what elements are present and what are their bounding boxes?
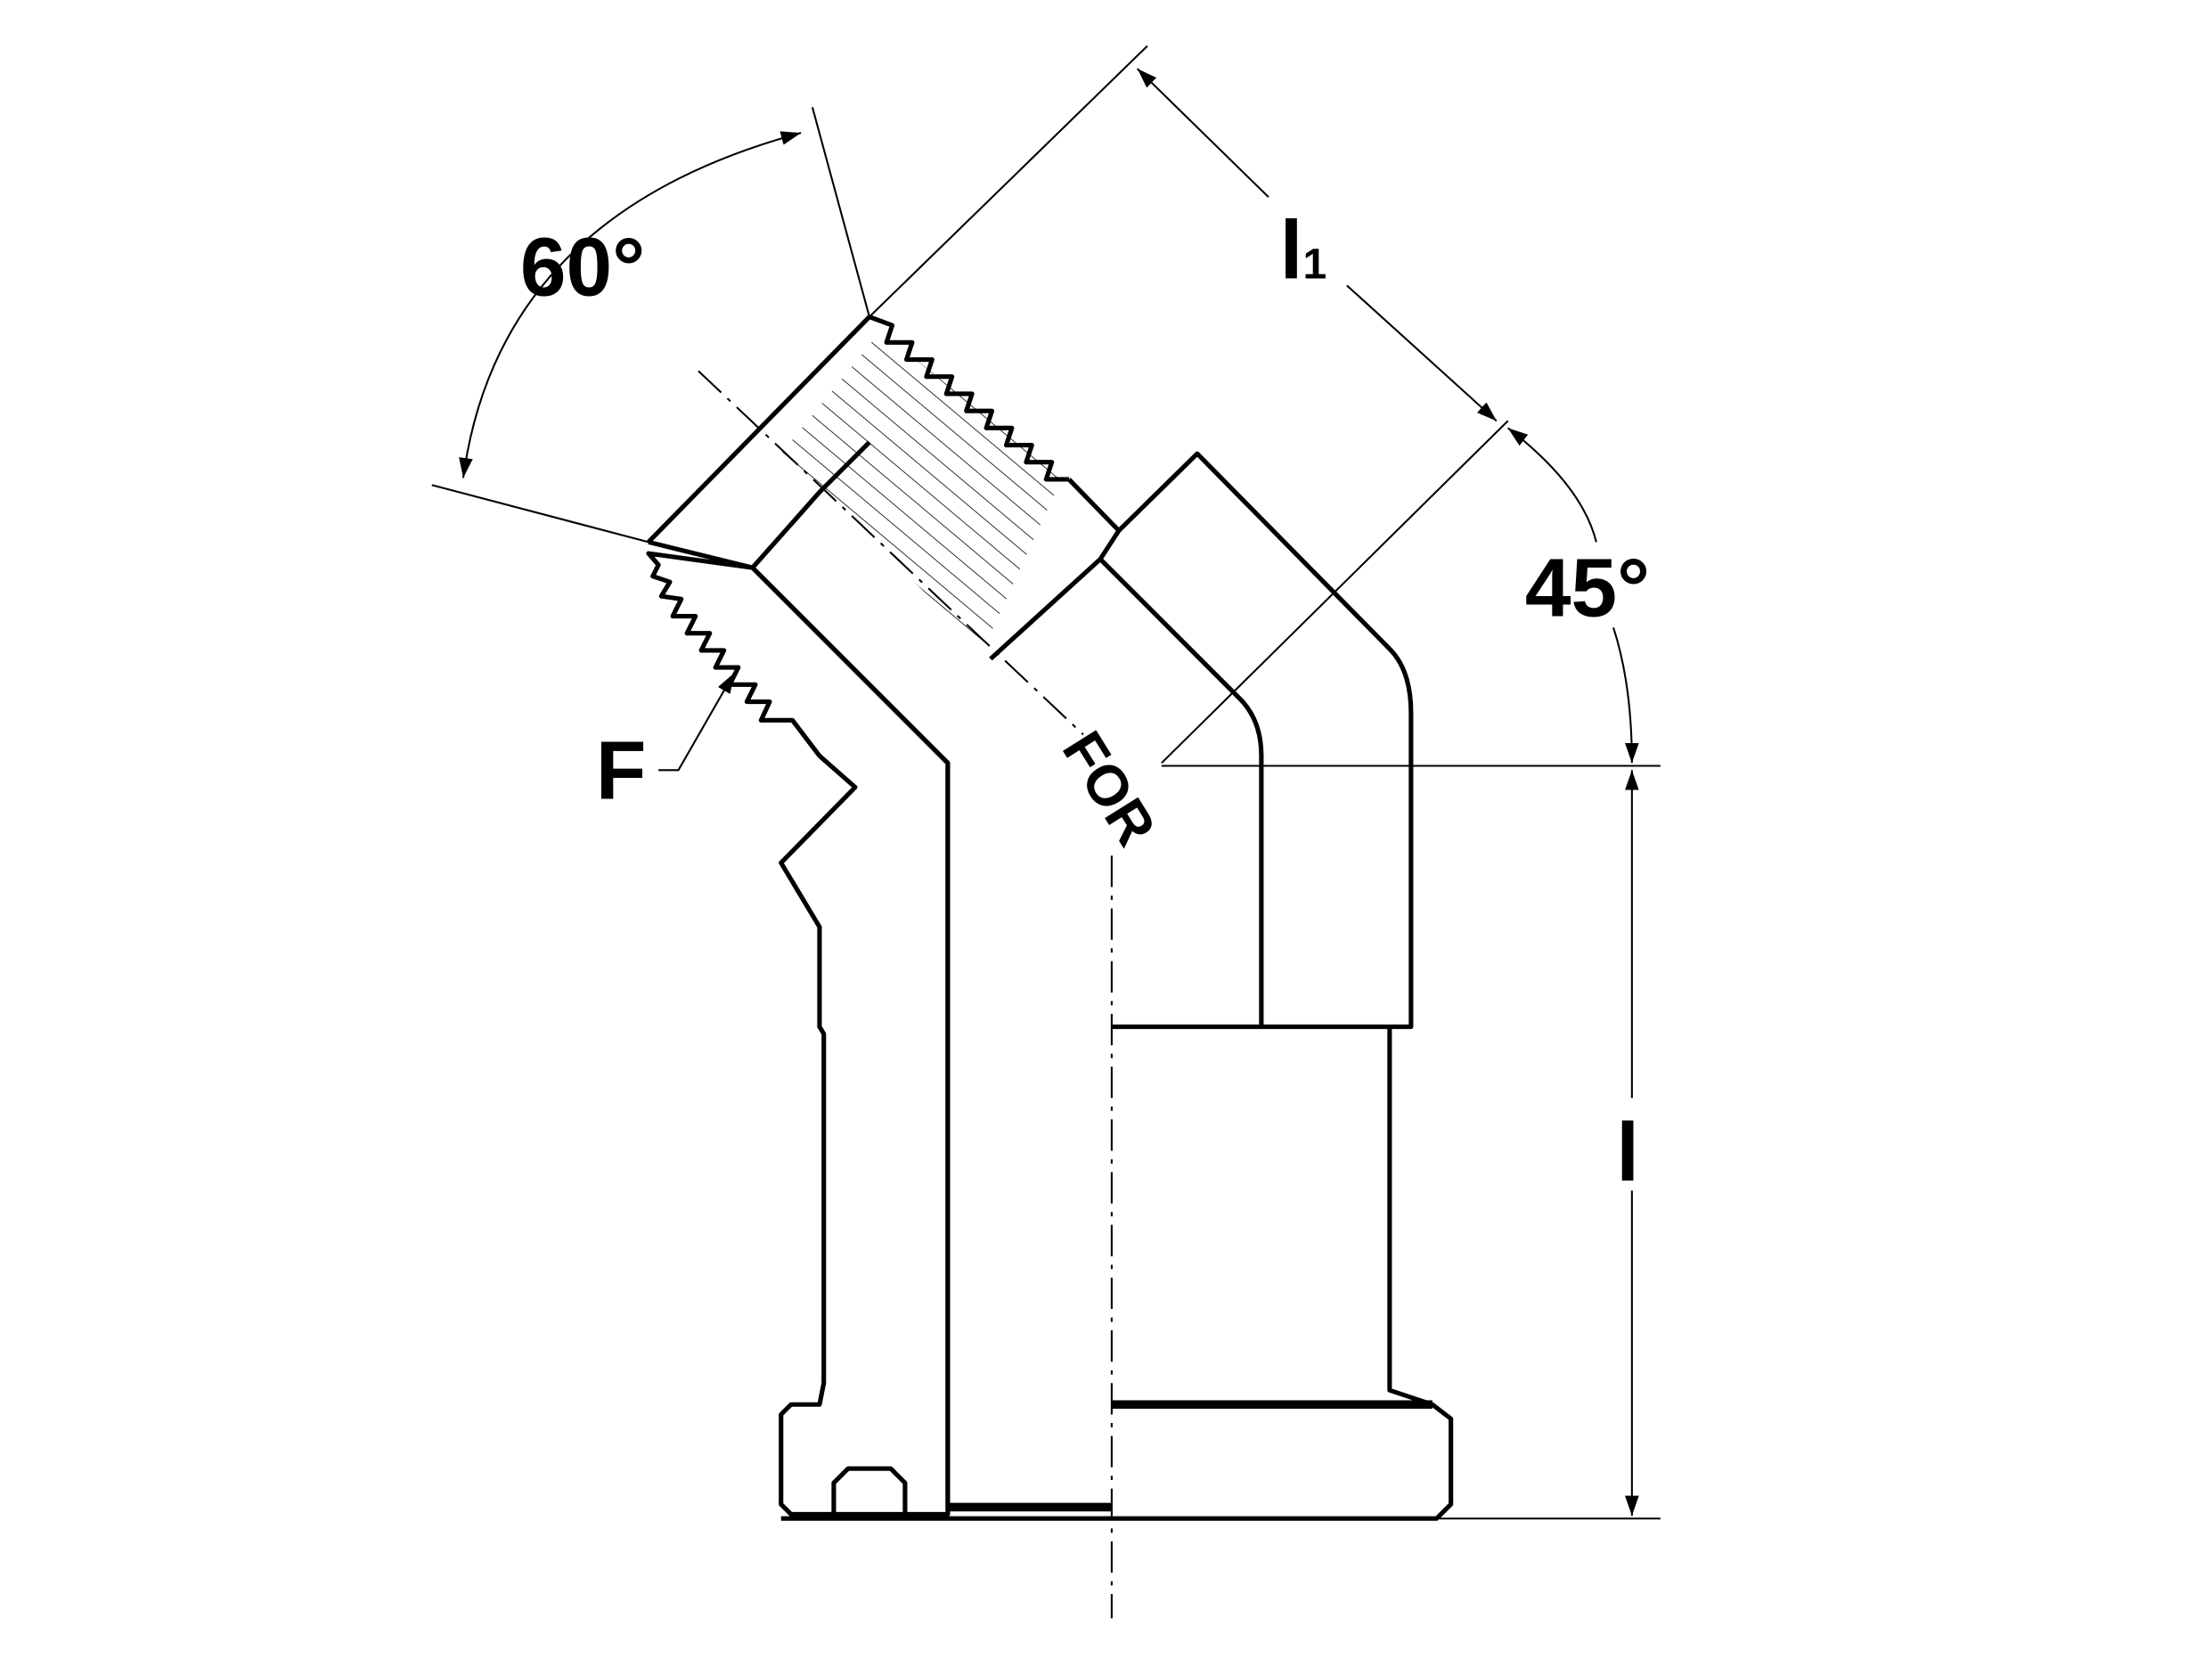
angle-45-label: 45°: [1525, 542, 1650, 634]
dimension-line-l1: [1136, 68, 1269, 198]
angle-60-label: 60°: [520, 221, 645, 314]
length-label: l: [1616, 1106, 1639, 1198]
extension-line: [1161, 420, 1509, 765]
length1-label: l1: [1280, 203, 1326, 296]
thread-leader: [658, 672, 735, 772]
internal-thread-hatch: [780, 331, 1062, 650]
dimension-arc-60: [459, 131, 802, 478]
for-logo: FOR: [1050, 720, 1169, 856]
dimension-line-l1: [1346, 284, 1498, 422]
section-hatch: [646, 551, 951, 1517]
extension-line: [869, 45, 1148, 318]
external-thread: [869, 315, 1069, 482]
drain-slot: [831, 1466, 908, 1515]
extension-line: [431, 484, 649, 544]
thread-label: F: [596, 724, 647, 816]
svg-text:FOR: FOR: [1050, 720, 1169, 856]
dimension-arc-45: [1507, 427, 1597, 543]
dimension-arc-45: [1612, 626, 1639, 764]
body-outline-lower: [780, 1026, 1454, 1521]
extension-line: [811, 107, 870, 317]
